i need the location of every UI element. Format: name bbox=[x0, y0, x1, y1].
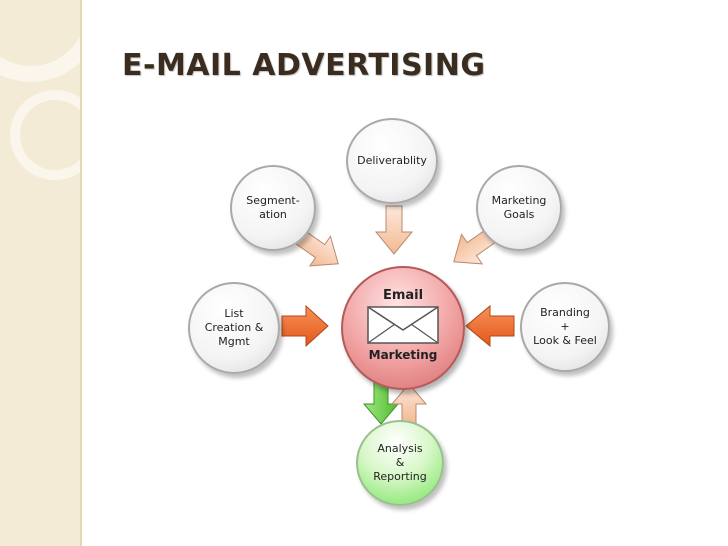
node-analysis-reporting: Analysis & Reporting bbox=[356, 420, 444, 506]
node-marketing-goals: Marketing Goals bbox=[476, 165, 562, 251]
side-divider bbox=[80, 0, 82, 546]
node-deliverability-label: Deliverablity bbox=[357, 153, 427, 167]
node-branding: Branding + Look & Feel bbox=[520, 282, 610, 372]
node-list-creation: List Creation & Mgmt bbox=[188, 282, 280, 374]
arrow-segmentation-to-center bbox=[293, 228, 339, 267]
center-title: Email bbox=[382, 288, 424, 303]
arrow-branding-to-center bbox=[465, 304, 515, 348]
node-segmentation: Segment- ation bbox=[230, 165, 316, 251]
node-analysis-label: Analysis & Reporting bbox=[373, 441, 427, 484]
decorative-ring bbox=[10, 90, 80, 180]
envelope-icon bbox=[367, 306, 439, 344]
node-email-marketing: Email Marketing bbox=[341, 266, 465, 390]
node-deliverability: Deliverablity bbox=[346, 118, 438, 204]
node-marketing-goals-label: Marketing Goals bbox=[491, 193, 547, 221]
arrow-analysis-to-center bbox=[390, 383, 428, 425]
node-list-creation-label: List Creation & Mgmt bbox=[204, 306, 264, 349]
node-branding-label: Branding + Look & Feel bbox=[533, 305, 597, 348]
arrow-deliverability-to-center bbox=[374, 205, 414, 255]
slide-title: E-MAIL ADVERTISING bbox=[122, 48, 486, 83]
center-subtitle: Marketing bbox=[368, 348, 438, 362]
node-segmentation-label: Segment- ation bbox=[246, 193, 300, 221]
arrow-list-to-center bbox=[281, 304, 329, 348]
decorative-side-band bbox=[0, 0, 80, 546]
